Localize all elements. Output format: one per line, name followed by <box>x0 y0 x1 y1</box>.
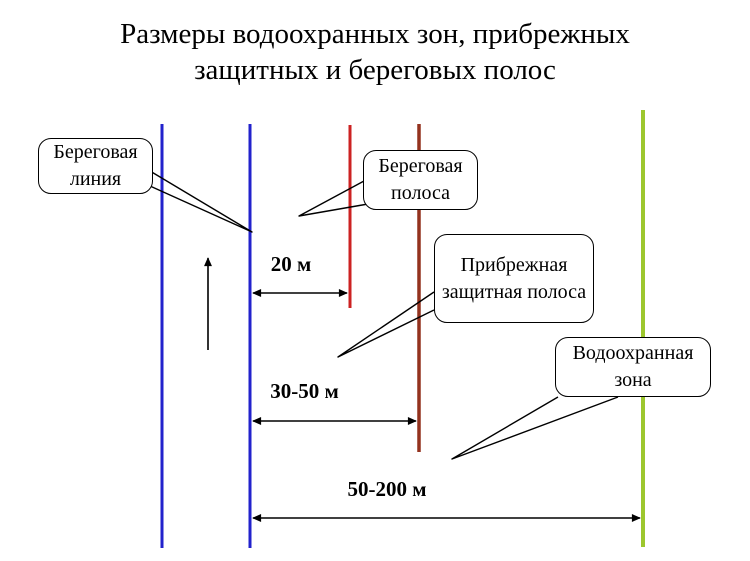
shore-strip-width-label: 20 м <box>270 252 312 276</box>
shoreline-callout-tail <box>149 170 253 233</box>
page-title: Размеры водоохранных зон, прибрежных защ… <box>75 16 675 88</box>
coastal-strip-callout-tail <box>337 291 435 358</box>
shoreline-callout: Береговая линия <box>38 138 153 194</box>
page-title-text: Размеры водоохранных зон, прибрежных защ… <box>120 18 630 86</box>
water-protection-zone-width-label: 50-200 м <box>347 477 427 501</box>
shore-strip-callout-tail <box>298 180 369 217</box>
shore-strip-callout: Береговая полоса <box>363 150 478 210</box>
coastal-protective-strip-width-label: 30-50 м <box>270 379 339 403</box>
coastal-protective-strip-callout: Прибрежная защитная полоса <box>434 234 594 323</box>
water-zone-callout-tail <box>451 396 619 460</box>
water-protection-zone-callout: Водоохранная зона <box>555 337 711 397</box>
